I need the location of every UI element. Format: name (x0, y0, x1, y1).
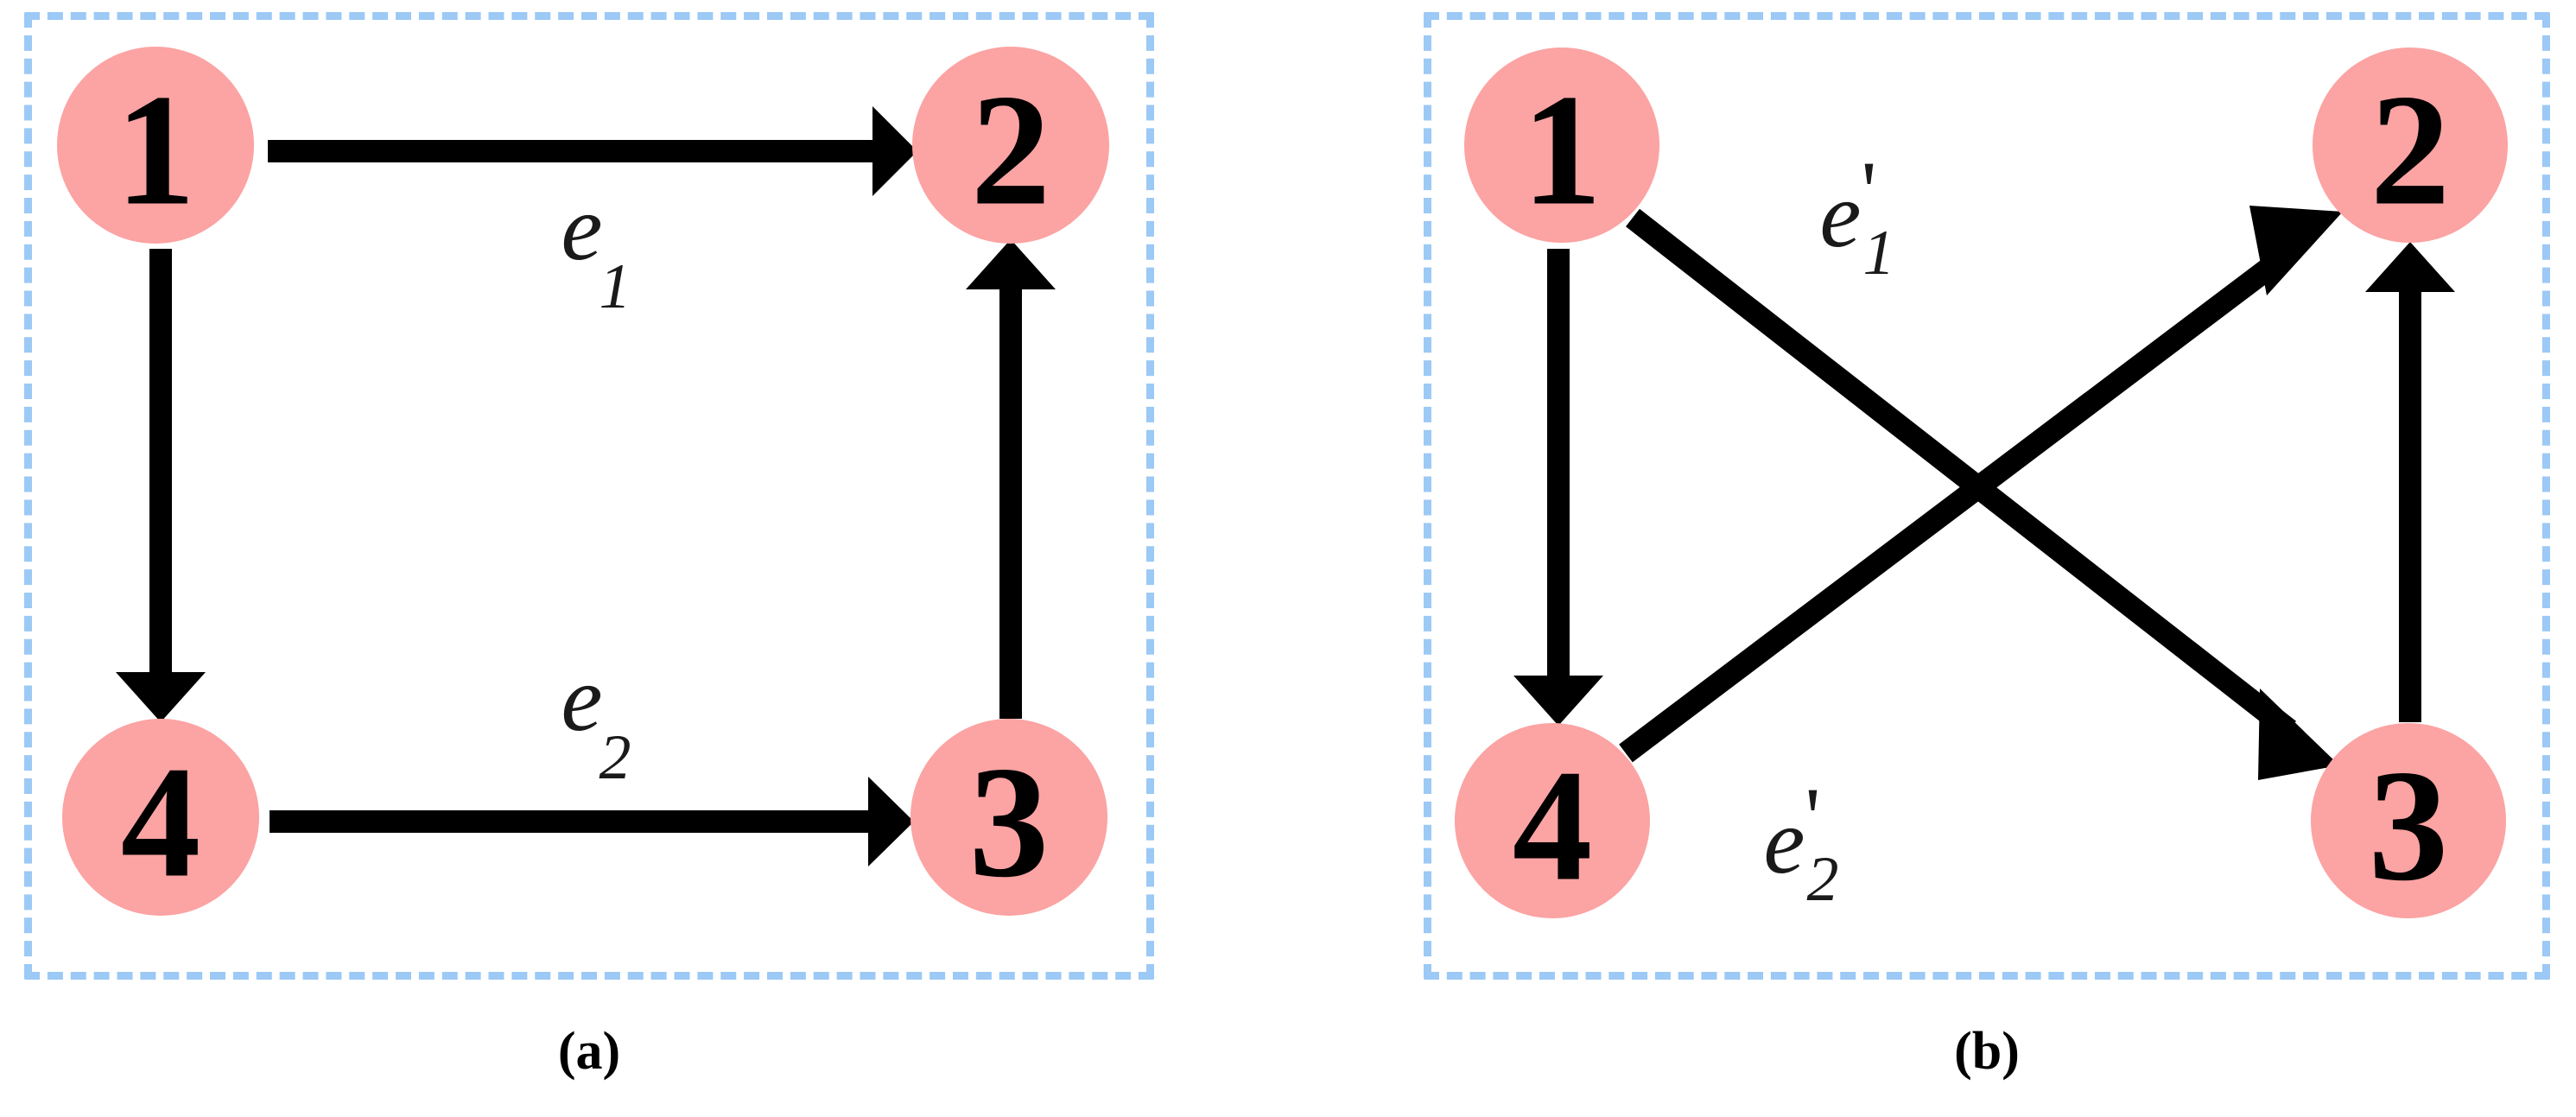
node-label: 1 (116, 62, 196, 239)
node-label: 3 (2369, 738, 2449, 915)
edge-3-to-2 (966, 239, 1056, 719)
edge-label-e2-prime: e'2 (1764, 770, 1839, 915)
edge-1-to-3 (1626, 208, 2339, 780)
node-label: 4 (1513, 738, 1593, 915)
edge-3-to-2 (2365, 242, 2455, 722)
edge-4-to-3 (270, 777, 914, 866)
node-3[interactable]: 3 (910, 719, 1107, 916)
node-2[interactable]: 2 (912, 47, 1109, 244)
panel-a-caption: (a) (557, 1022, 621, 1081)
edge-1-to-4 (1513, 249, 1603, 726)
node-circle[interactable] (1455, 723, 1650, 918)
node-label: 1 (1522, 62, 1602, 239)
panel-b-dashed-border (1424, 12, 2550, 980)
node-3[interactable]: 3 (2311, 723, 2506, 918)
node-circle[interactable] (910, 719, 1107, 916)
node-circle[interactable] (912, 47, 1109, 244)
panel-b-caption: (b) (1954, 1022, 2020, 1081)
node-label: 2 (971, 62, 1051, 239)
node-circle[interactable] (62, 719, 259, 916)
node-label: 4 (121, 734, 201, 911)
node-1[interactable]: 1 (57, 47, 254, 244)
edge-1-to-4 (116, 249, 206, 722)
node-circle[interactable] (2313, 48, 2508, 243)
node-circle[interactable] (2311, 723, 2506, 918)
node-label: 2 (2370, 62, 2451, 239)
node-label: 3 (969, 734, 1050, 911)
edge-label-e1-prime: e'1 (1820, 143, 1895, 289)
edge-4-to-2 (1619, 206, 2343, 763)
node-circle[interactable] (57, 47, 254, 244)
panel-a-dashed-border (24, 12, 1154, 980)
node-circle[interactable] (1464, 48, 1659, 243)
node-2[interactable]: 2 (2313, 48, 2508, 243)
edge-1-to-2 (268, 106, 917, 196)
node-4[interactable]: 4 (1455, 723, 1650, 918)
node-4[interactable]: 4 (62, 719, 259, 916)
node-1[interactable]: 1 (1464, 48, 1659, 243)
